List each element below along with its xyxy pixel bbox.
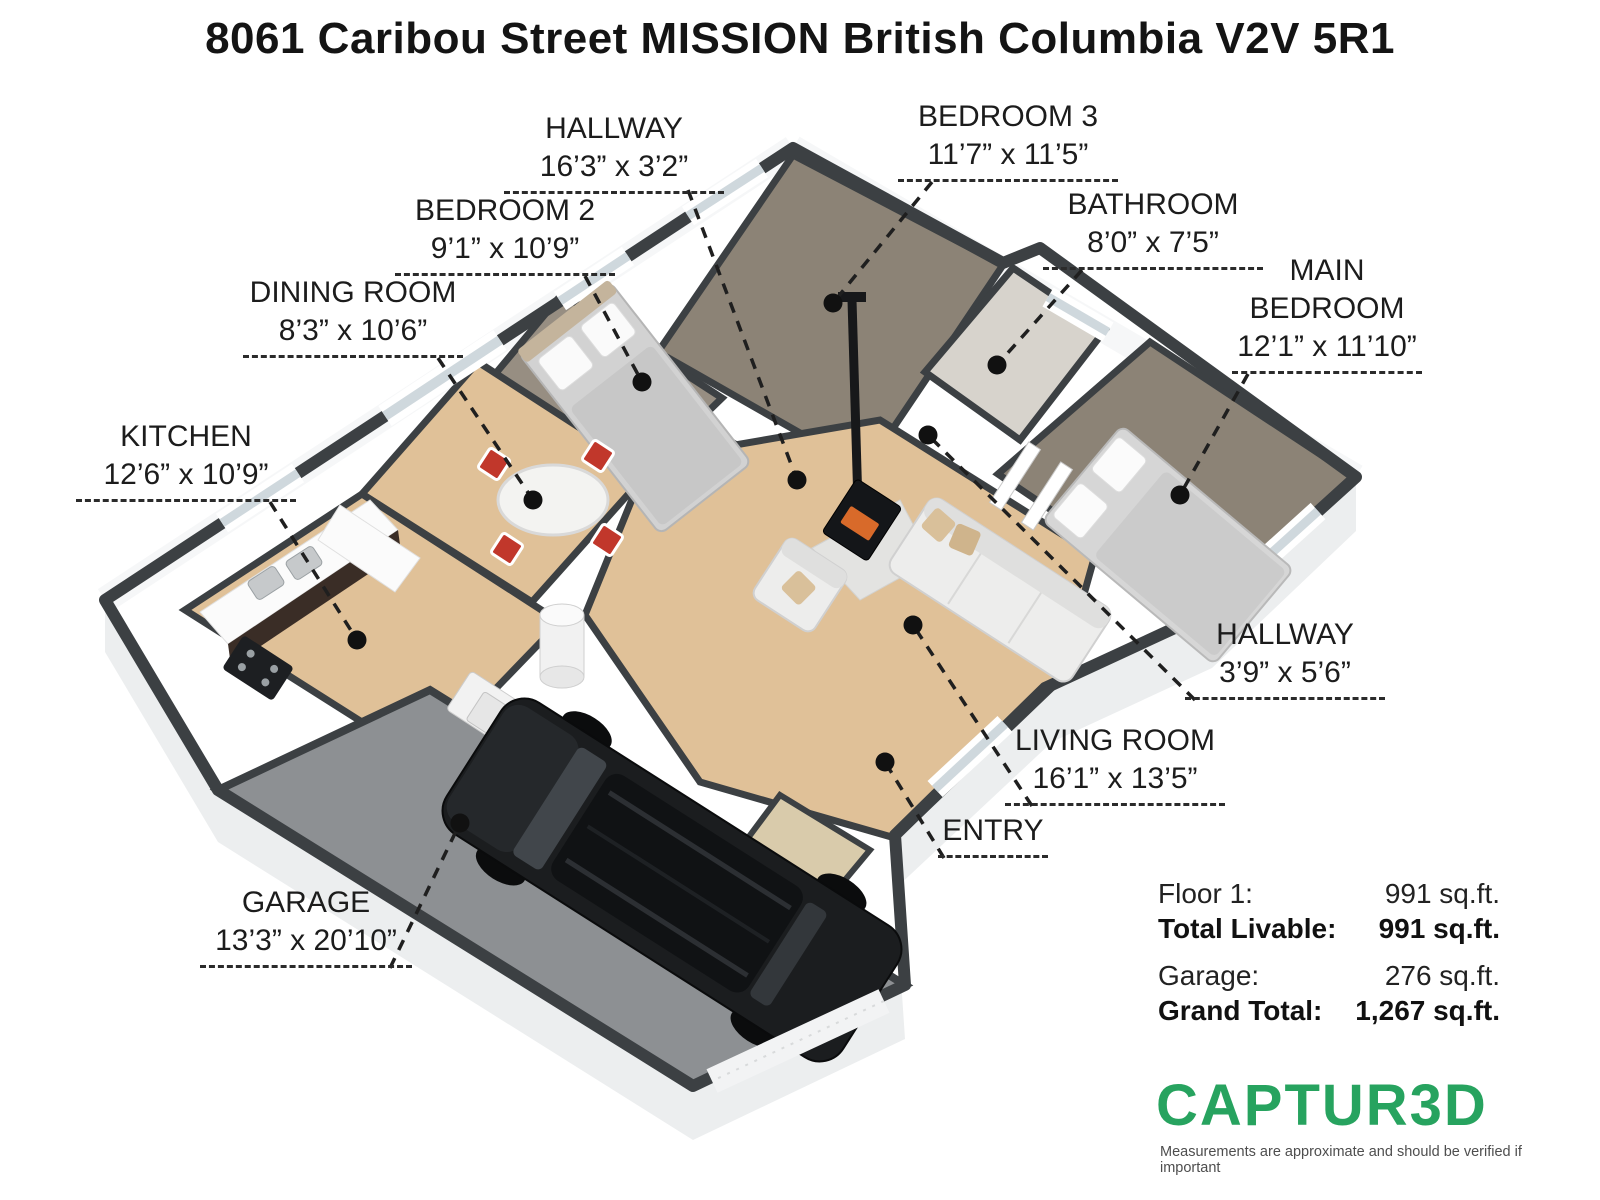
room-label-kitchen: KITCHEN 12’6” x 10’9” [76, 418, 296, 502]
room-name: HALLWAY [1216, 618, 1354, 651]
room-label-dining-room: DINING ROOM 8’3” x 10’6” [243, 274, 463, 358]
water-heater [539, 603, 585, 689]
brand-tagline: Measurements are approximate and should … [1160, 1144, 1522, 1176]
summary-label: Grand Total: [1158, 995, 1323, 1026]
room-name: KITCHEN [120, 420, 252, 453]
truck [441, 697, 903, 1063]
summary-row-floor-1: Floor 1: 991 sq.ft. [1158, 876, 1500, 911]
armchair [752, 537, 848, 633]
room-dimensions: 16’1” x 13’5” [1032, 762, 1198, 795]
room-name: LIVING ROOM [1014, 724, 1216, 757]
room-label-entry: ENTRY [938, 812, 1048, 858]
cooktop [223, 636, 293, 700]
room-label-living-room: LIVING ROOM 16’1” x 13’5” [1005, 722, 1225, 806]
room-dimensions: 12’1” x 11’10” [1237, 330, 1417, 363]
leader-dots [347, 293, 1190, 833]
sofa [888, 497, 1112, 683]
summary-row-garage: Garage: 276 sq.ft. [1158, 958, 1500, 993]
summary-label: Garage: [1158, 960, 1260, 991]
main-bedroom-bed [1044, 427, 1292, 663]
summary-label: Total Livable: [1158, 913, 1337, 944]
room-label-hallway-2: HALLWAY 3’9” x 5’6” [1185, 616, 1385, 700]
exterior-wall-cap [99, 142, 1362, 1092]
kitchen-sink [247, 566, 285, 600]
dining-set [477, 439, 624, 566]
page-title: 8061 Caribou Street MISSION British Colu… [205, 14, 1395, 63]
leader-lines [268, 180, 1250, 969]
garage-door [706, 989, 890, 1093]
room-name: HALLWAY [545, 112, 683, 145]
room-dimensions: 11’7” x 11’5” [927, 138, 1089, 171]
room-label-hallway-1: HALLWAY 16’3” x 3’2” [504, 110, 724, 194]
summary-value: 1,267 sq.ft. [1355, 995, 1500, 1026]
bedroom-2-bed [518, 280, 750, 533]
room-name: BEDROOM 2 [414, 194, 596, 227]
room-name: BEDROOM 3 [917, 100, 1099, 133]
room-label-bathroom: BATHROOM 8’0” x 7’5” [1043, 186, 1263, 270]
room-label-garage: GARAGE 13’3” x 20’10” [200, 884, 412, 968]
room-dimensions: 3’9” x 5’6” [1219, 656, 1351, 689]
room-name: BATHROOM [1067, 188, 1239, 221]
summary-row-total-livable: Total Livable: 991 sq.ft. [1158, 911, 1500, 946]
room-dimensions: 12’6” x 10’9” [103, 458, 269, 491]
captur3d-logo: CAPTUR3D [1156, 1073, 1488, 1138]
summary-row-grand-total: Grand Total: 1,267 sq.ft. [1158, 993, 1500, 1028]
windows-nw [215, 158, 768, 533]
room-label-main-bedroom: MAIN BEDROOM 12’1” x 11’10” [1232, 252, 1422, 374]
kitchen-counters [199, 499, 421, 700]
room-dimensions: 9’1” x 10’9” [430, 232, 580, 265]
main-bedroom-closet [988, 441, 1074, 531]
room-name: DINING ROOM [249, 276, 457, 309]
room-label-bedroom-3: BEDROOM 3 11’7” x 11’5” [898, 98, 1118, 182]
summary-value: 276 sq.ft. [1384, 960, 1500, 991]
room-dimensions: 13’3” x 20’10” [215, 924, 397, 957]
dining-table [496, 463, 610, 537]
summary-value: 991 sq.ft. [1384, 878, 1500, 909]
room-dimensions: 16’3” x 3’2” [539, 150, 689, 183]
room-name: MAIN BEDROOM [1249, 254, 1405, 325]
room-dimensions: 8’3” x 10’6” [278, 314, 428, 347]
room-label-bedroom-2: BEDROOM 2 9’1” x 10’9” [395, 192, 615, 276]
summary-label: Floor 1: [1158, 878, 1253, 909]
area-summary: Floor 1: 991 sq.ft. Total Livable: 991 s… [1158, 876, 1500, 1028]
room-dimensions: 8’0” x 7’5” [1087, 226, 1219, 259]
room-name: ENTRY [942, 814, 1044, 847]
room-name: GARAGE [241, 886, 371, 919]
summary-value: 991 sq.ft. [1378, 913, 1500, 944]
